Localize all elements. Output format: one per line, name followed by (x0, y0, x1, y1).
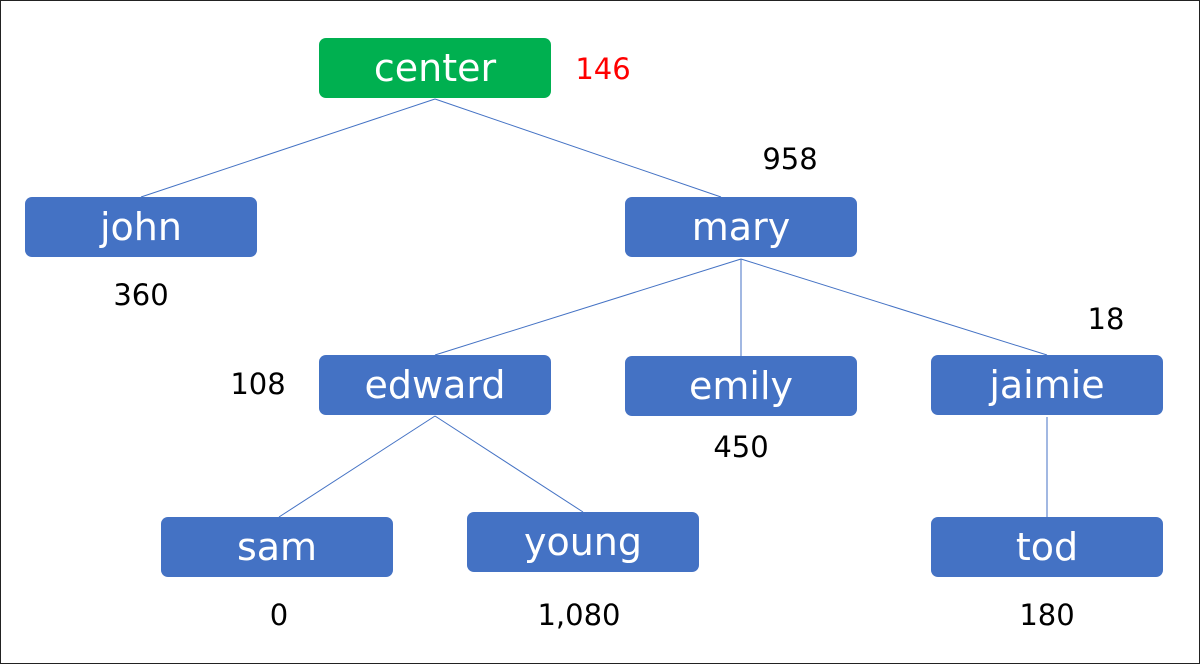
node-label: tod (1015, 525, 1079, 569)
node-label: edward (364, 363, 506, 407)
node-jaimie: jaimie (931, 355, 1163, 415)
value-john: 360 (113, 278, 169, 312)
node-center: center (319, 38, 551, 98)
node-label: sam (236, 525, 318, 569)
value-sam: 0 (269, 598, 289, 632)
edge-edward-sam (278, 415, 436, 518)
node-label: emily (689, 364, 793, 408)
edge-center-john (140, 98, 436, 198)
node-young: young (467, 512, 699, 572)
node-label: john (100, 205, 182, 249)
edge-mary-jaimie (740, 258, 1048, 356)
value-edward: 108 (230, 367, 286, 401)
node-tod: tod (931, 517, 1163, 577)
value-jaimie: 18 (1087, 302, 1125, 336)
node-mary: mary (625, 197, 857, 257)
node-edward: edward (319, 355, 551, 415)
edge-center-mary (434, 98, 722, 198)
node-label: center (373, 46, 497, 90)
value-young: 1,080 (537, 598, 621, 632)
edge-edward-young (434, 415, 584, 513)
node-label: jaimie (989, 363, 1105, 407)
value-mary: 958 (762, 142, 818, 176)
node-sam: sam (161, 517, 393, 577)
value-tod: 180 (1019, 598, 1075, 632)
node-john: john (25, 197, 257, 257)
node-label: young (523, 520, 643, 564)
value-emily: 450 (713, 430, 769, 464)
edge-mary-edward (434, 258, 742, 356)
node-label: mary (691, 205, 791, 249)
value-center: 146 (575, 52, 631, 86)
node-emily: emily (625, 356, 857, 416)
